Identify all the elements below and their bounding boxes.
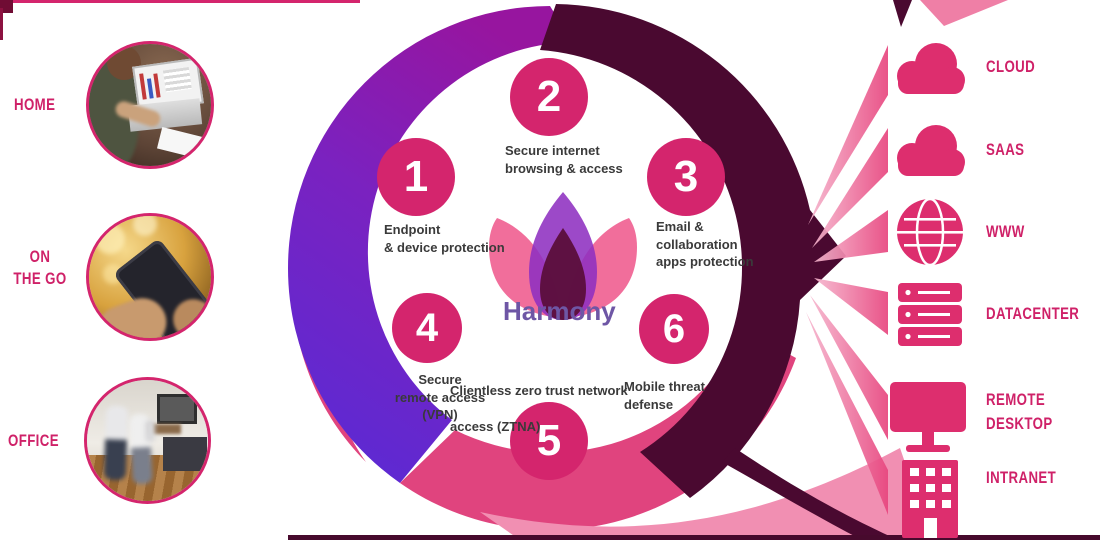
connection-beams <box>806 45 888 515</box>
source-label-office: OFFICE <box>8 431 59 450</box>
destination-label-intranet: INTRANET <box>986 468 1057 487</box>
ring-plum-crescent <box>540 4 846 498</box>
destination-label-datacenter: DATACENTER <box>986 304 1080 323</box>
step-circle-2: 2 <box>510 58 588 136</box>
server-icon <box>898 283 962 346</box>
tulip-flower-icon <box>489 192 637 320</box>
destination-label-saas: SAAS <box>986 140 1025 159</box>
step-circle-5: 5 <box>510 402 588 480</box>
destination-label-www: WWW <box>986 222 1025 241</box>
bottom-edge-line <box>288 535 1100 540</box>
plum-sliver <box>722 448 898 540</box>
table <box>141 424 181 434</box>
monitor-icon <box>890 382 966 452</box>
cloud-icon <box>897 43 965 94</box>
destination-label-remote-desktop: REMOTE DESKTOP <box>986 390 1053 433</box>
bokeh <box>133 216 157 236</box>
source-label-home: HOME <box>14 95 56 114</box>
ring-purple-crescent <box>287 6 572 483</box>
photo-home <box>86 41 214 169</box>
destination-label-cloud: CLOUD <box>986 57 1036 76</box>
ring-lightpink-swoosh <box>480 448 926 540</box>
globe-icon <box>897 197 963 267</box>
step-circle-4: 4 <box>392 293 462 363</box>
photo-on-the-go <box>86 213 214 341</box>
step-circle-1: 1 <box>377 138 455 216</box>
plant <box>185 44 205 58</box>
step-label-5: Clientless zero trust network access (ZT… <box>450 383 628 434</box>
source-label-on-the-go: ON THE GO <box>13 247 67 288</box>
photo-office <box>84 377 211 504</box>
bokeh <box>95 224 125 254</box>
walking-person <box>103 405 129 481</box>
wall-frame <box>157 394 197 424</box>
furniture <box>163 437 207 471</box>
building-icon <box>902 460 958 538</box>
step-label-1: Endpoint& device protection <box>384 222 505 255</box>
seated-person <box>145 420 155 442</box>
brand-wordmark: Harmony <box>503 296 616 326</box>
edge-artifacts <box>0 0 1008 40</box>
cloud-icon <box>897 125 965 176</box>
step-circle-3: 3 <box>647 138 725 216</box>
step-circle-6: 6 <box>639 294 709 364</box>
